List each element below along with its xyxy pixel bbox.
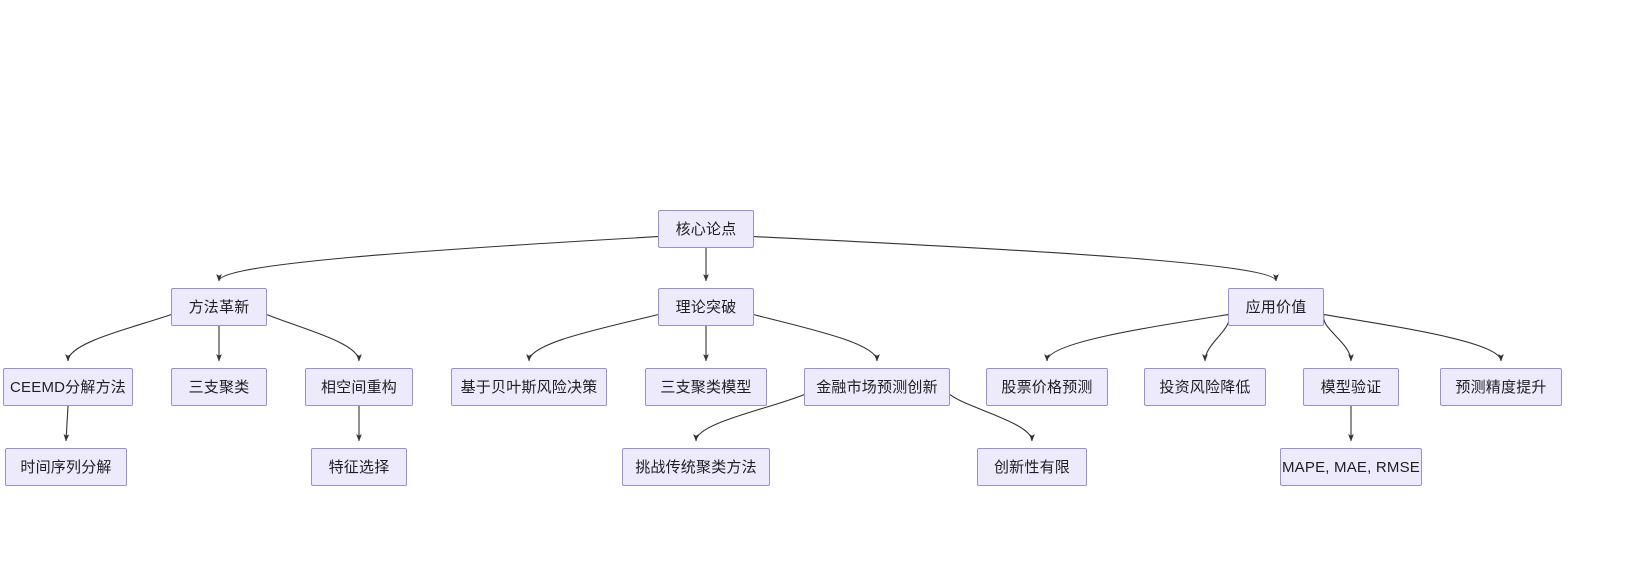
node-d2[interactable]: 特征选择 [311, 448, 407, 486]
node-d1[interactable]: 时间序列分解 [5, 448, 127, 486]
node-d3[interactable]: 挑战传统聚类方法 [622, 448, 770, 486]
node-m1[interactable]: 方法革新 [171, 288, 267, 326]
node-c8[interactable]: 投资风险降低 [1144, 368, 1266, 406]
edge-m2-to-c6 [753, 314, 880, 362]
edge-m3-to-c10 [1323, 314, 1504, 362]
edge-m1-to-c1 [65, 314, 172, 362]
node-label: 三支聚类 [188, 378, 250, 396]
node-label: MAPE, MAE, RMSE [1281, 458, 1421, 476]
node-c7[interactable]: 股票价格预测 [986, 368, 1108, 406]
node-c1[interactable]: CEEMD分解方法 [3, 368, 133, 406]
node-c3[interactable]: 相空间重构 [305, 368, 413, 406]
edge-c1-to-d1 [63, 405, 70, 442]
edge-root-to-m1 [216, 236, 659, 282]
node-c10[interactable]: 预测精度提升 [1440, 368, 1562, 406]
edge-m3-to-c7 [1044, 314, 1229, 362]
node-m3[interactable]: 应用价值 [1228, 288, 1324, 326]
node-label: 金融市场预测创新 [816, 378, 938, 396]
node-label: 方法革新 [188, 298, 250, 316]
edge-root-to-m3 [753, 236, 1279, 282]
node-label: 投资风险降低 [1159, 378, 1251, 396]
node-c2[interactable]: 三支聚类 [171, 368, 267, 406]
node-root[interactable]: 核心论点 [658, 210, 754, 248]
edge-paths [63, 236, 1504, 442]
node-label: 三支聚类模型 [660, 378, 752, 396]
node-label: 理论突破 [675, 298, 737, 316]
node-m2[interactable]: 理论突破 [658, 288, 754, 326]
node-c6[interactable]: 金融市场预测创新 [804, 368, 950, 406]
node-label: 时间序列分解 [20, 458, 112, 476]
node-c9[interactable]: 模型验证 [1303, 368, 1399, 406]
node-label: 预测精度提升 [1455, 378, 1547, 396]
node-label: 挑战传统聚类方法 [635, 458, 757, 476]
node-label: CEEMD分解方法 [10, 378, 126, 396]
node-label: 模型验证 [1320, 378, 1382, 396]
node-label: 应用价值 [1245, 298, 1307, 316]
node-label: 股票价格预测 [1001, 378, 1093, 396]
node-d5[interactable]: MAPE, MAE, RMSE [1280, 448, 1422, 486]
node-label: 创新性有限 [993, 458, 1070, 476]
node-c4[interactable]: 基于贝叶斯风险决策 [451, 368, 607, 406]
node-c5[interactable]: 三支聚类模型 [645, 368, 767, 406]
node-label: 相空间重构 [320, 378, 397, 396]
node-label: 特征选择 [328, 458, 390, 476]
node-label: 核心论点 [675, 220, 737, 238]
edge-m1-to-c3 [266, 314, 362, 362]
node-d4[interactable]: 创新性有限 [977, 448, 1087, 486]
node-label: 基于贝叶斯风险决策 [460, 378, 598, 396]
edge-m3-to-c8 [1202, 314, 1230, 362]
edge-m2-to-c4 [526, 314, 659, 362]
edge-m3-to-c9 [1323, 314, 1354, 362]
